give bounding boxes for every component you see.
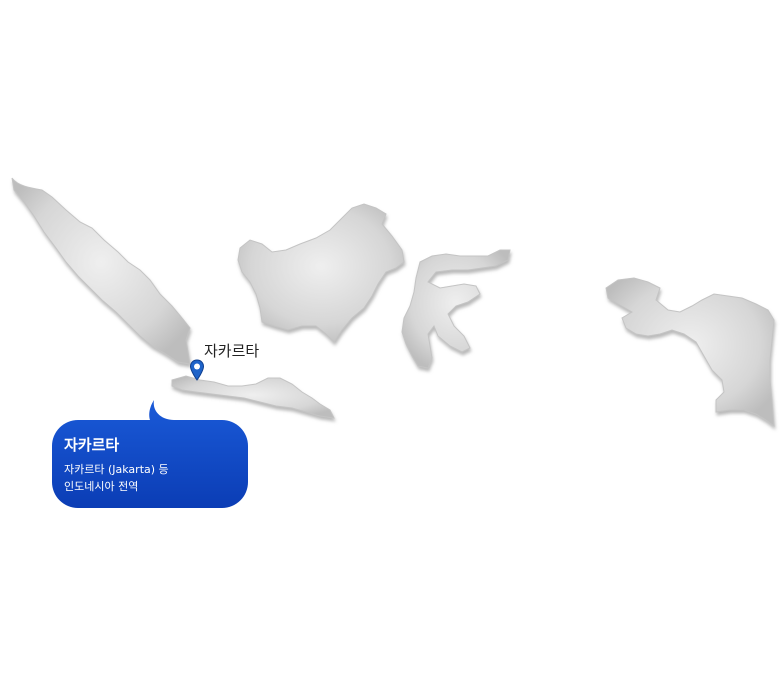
callout-title: 자카르타 [64,436,120,454]
callout-text-line-1: 자카르타 (Jakarta) 등 [64,463,169,476]
island-sumatra [11,177,191,365]
island-borneo [237,203,405,343]
map-pin-icon[interactable] [189,359,205,381]
jakarta-map-label: 자카르타 [204,342,260,360]
island-java [171,375,335,419]
island-new-guinea [605,277,775,428]
island-sulawesi [401,249,511,369]
location-callout[interactable]: 자카르타 자카르타 (Jakarta) 등 인도네시아 전역 [52,398,248,508]
callout-bubble [52,400,248,508]
callout-text-line-2: 인도네시아 전역 [64,480,139,493]
